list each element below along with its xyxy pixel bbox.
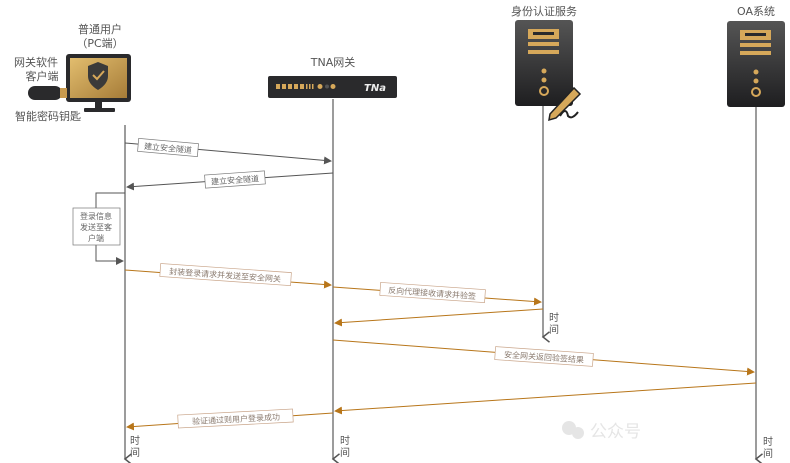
- client-time-label-2: 间: [130, 446, 140, 459]
- gateway-device-icon: TNa: [268, 76, 397, 98]
- message-9: 验证通过则用户登录成功: [126, 408, 334, 431]
- client-actor: 普通用户 （PC端） 网关软件 客户端 智能密码钥匙: [14, 22, 131, 123]
- monitor-icon: [66, 54, 131, 112]
- watermark-text: 公众号: [590, 422, 641, 442]
- usb-key-icon: [28, 86, 67, 100]
- message-5: 反向代理接收请求并验签: [332, 282, 542, 306]
- auth-time-label-2: 间: [549, 323, 559, 336]
- message-4: 封装登录请求并发送至安全网关: [124, 263, 332, 289]
- message-9-label: 验证通过则用户登录成功: [192, 412, 280, 427]
- gateway-software-label-2: 客户端: [26, 69, 59, 83]
- message-8: [334, 382, 757, 415]
- gateway-actor: TNA网关 TNa: [268, 55, 397, 98]
- client-subtitle: （PC端）: [76, 37, 123, 50]
- oa-time-label-2: 间: [763, 447, 773, 460]
- gateway-title: TNA网关: [310, 55, 355, 69]
- message-1: 建立安全隧道: [124, 138, 332, 165]
- client-time-label: 时: [130, 435, 140, 447]
- client-title: 普通用户: [78, 22, 122, 36]
- pen-signature-icon: [548, 86, 582, 122]
- auth-title: 身份认证服务: [511, 4, 577, 18]
- oa-actor: OA系统: [727, 5, 785, 107]
- message-3-label-3: 户端: [88, 233, 104, 243]
- message-3-label-2: 发送至客: [80, 222, 112, 232]
- message-2: 建立安全隧道: [126, 170, 334, 191]
- message-3-label-1: 登录信息: [80, 211, 112, 221]
- tna-logo: TNa: [364, 83, 386, 94]
- gateway-software-label: 网关软件: [14, 55, 58, 69]
- auth-time-label: 时: [549, 312, 559, 324]
- message-3-self-loop: 登录信息 发送至客 户端: [72, 192, 125, 265]
- server-icon: [727, 21, 785, 107]
- watermark: 公众号: [562, 421, 641, 442]
- oa-title: OA系统: [737, 5, 775, 18]
- message-1-label: 建立安全隧道: [144, 141, 193, 155]
- server-icon: [515, 20, 573, 106]
- smart-key-label: 智能密码钥匙: [15, 109, 81, 123]
- message-2-label: 建立安全隧道: [211, 173, 260, 186]
- gateway-time-label-2: 间: [340, 446, 350, 459]
- auth-actor: 身份认证服务: [511, 4, 582, 122]
- oa-time-label: 时: [763, 436, 773, 448]
- shield-check-icon: [88, 62, 108, 90]
- gateway-time-label: 时: [340, 435, 350, 447]
- message-6: [334, 308, 544, 327]
- message-7: 安全网关返回验签结果: [332, 339, 755, 376]
